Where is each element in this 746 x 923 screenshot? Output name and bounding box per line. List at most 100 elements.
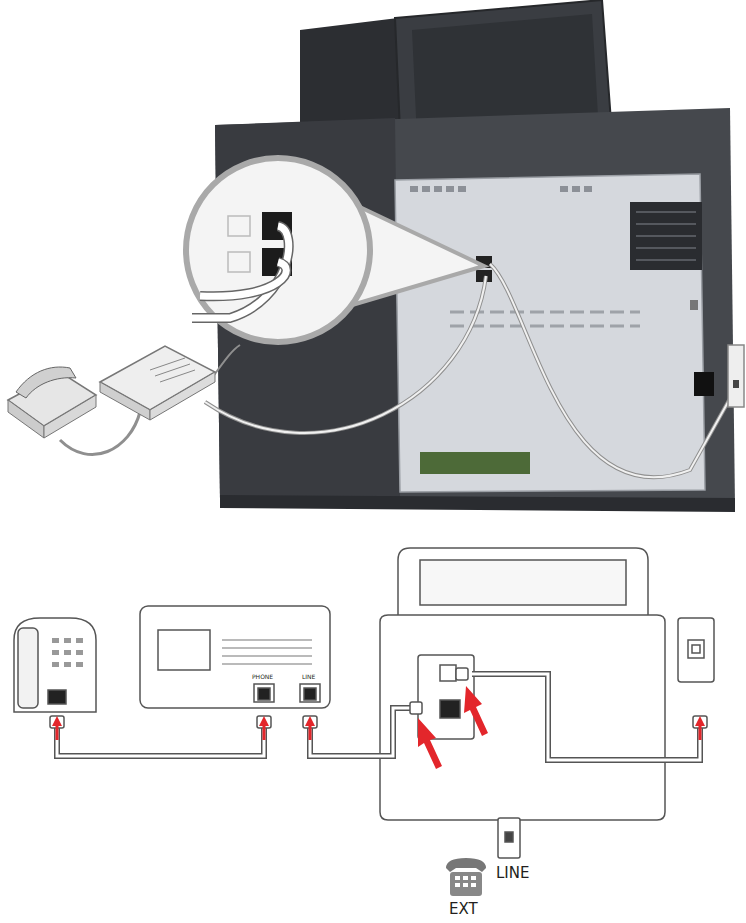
printer-rear [458,186,466,192]
printer-rear [446,186,454,192]
telephone-outline [14,618,96,712]
phone-cords [57,674,700,760]
magnifier-callout [200,262,286,296]
printer-rear [395,174,705,492]
printer-rear [636,211,696,213]
telephone-outline [52,638,59,643]
connection-cables [490,264,732,477]
printer-rear [420,452,530,474]
telephone-outline [76,638,83,643]
phone-cords [472,674,700,760]
ext-phone-icon [455,876,460,880]
telephone [44,395,96,438]
magnifier-callout [192,226,289,318]
ext-phone-icon [446,858,486,896]
printer-rear [410,186,418,192]
printer-rear [572,186,580,192]
wall-jack-outline [678,618,714,682]
printer-rear [694,372,714,396]
telephone-outline [48,690,66,704]
ext-phone-icon [455,883,460,887]
connection-label: EXT [449,902,478,917]
answering-machine-outline [222,639,312,640]
ext-phone-icon [471,883,476,887]
port-label: PHONE [252,674,273,680]
red-arrows [418,718,442,769]
answering-machine-outline [140,606,330,708]
telephone [16,367,76,398]
telephone [8,400,44,438]
wall-jack-outline [678,618,714,682]
printer-rear [584,186,592,192]
phone-cords [310,708,412,756]
printer-rear [434,186,442,192]
connection-cables [60,264,732,477]
answering-machine-outline [222,655,312,656]
printer-rear [422,186,430,192]
plugs [456,668,468,680]
magnifier-callout [186,158,370,342]
magnifier-callout [228,252,250,272]
printer-rear [636,235,696,237]
printer-rear [410,186,592,192]
ext-phone-icon [455,876,476,887]
answering-machine-outline [258,688,270,700]
wall-jack-outline [692,645,700,653]
answering-machine [150,358,195,382]
answering-machine-outline [222,663,312,664]
telephone-outline [64,638,71,643]
printer-outline [420,560,626,605]
ext-phone-icon [463,883,468,887]
telephone-outline [52,662,59,667]
red-arrows [52,686,705,769]
red-arrows [259,716,269,740]
answering-machine-outline [254,684,274,702]
printer-outline [398,548,648,620]
magnifier-callout [200,262,286,296]
red-arrows [695,716,705,740]
line-jack-icon [498,818,520,858]
phone-cords [57,724,264,756]
printer-rear [636,212,696,260]
telephone [8,367,96,438]
connection-cables [212,345,240,378]
printer-outline [380,548,665,820]
wall-jack [728,345,744,407]
red-arrows [52,716,62,740]
telephone-outline [18,628,38,708]
answering-machine-outline [222,647,312,648]
line-jack-icon [505,832,513,842]
connection-label: LINE [496,866,529,881]
answering-machine-outline [140,606,330,708]
printer-rear [636,247,696,249]
wall-jack [733,380,739,388]
phone-cords [472,674,700,760]
telephone-outline [64,662,71,667]
plugs [410,702,422,714]
port-label: LINE [302,674,315,680]
answering-machine [150,372,215,420]
answering-machine-outline [222,640,312,664]
printer-rear [560,186,568,192]
printer-rear [636,223,696,225]
printer-rear [636,259,696,261]
printer-outline [380,615,665,820]
printer-rear [450,325,640,328]
printer-outline [440,700,460,718]
telephone-outline [76,662,83,667]
magnifier-callout [228,216,250,236]
answering-machine [100,382,150,420]
red-arrows [464,686,488,736]
printer-outline [440,665,456,681]
ext-phone-icon [463,876,468,880]
answering-machine-outline [158,630,210,670]
plugs [50,668,707,728]
printer-rear [690,300,698,310]
wall-jack-outline [688,640,704,658]
telephone-outline [52,650,59,655]
line-jack-icon [498,818,520,858]
answering-machine [100,346,215,420]
telephone-outline [76,650,83,655]
wall-jack [728,345,744,407]
